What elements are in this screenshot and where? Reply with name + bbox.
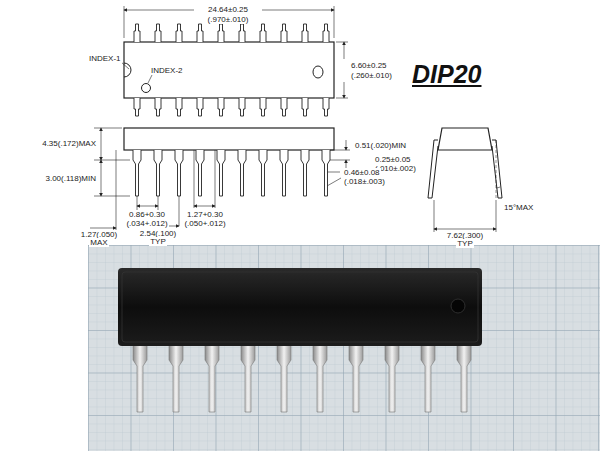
pin-top bbox=[155, 24, 161, 42]
pin-side bbox=[238, 150, 246, 196]
pin-top bbox=[302, 24, 308, 42]
dimension-label: 1.27+0.30 bbox=[186, 210, 224, 219]
pin-bottom bbox=[260, 98, 266, 116]
photo-pin bbox=[385, 340, 399, 412]
pin-bottom bbox=[218, 98, 224, 116]
pin-bottom bbox=[176, 98, 182, 116]
pin-bottom bbox=[302, 98, 308, 116]
pin-side bbox=[259, 150, 267, 196]
pin-side bbox=[322, 150, 330, 196]
photo-pin bbox=[313, 340, 327, 412]
dimension-label: MAX bbox=[89, 238, 108, 247]
pin-side bbox=[196, 150, 204, 196]
package-title: DIP20 bbox=[412, 60, 481, 88]
index-label: INDEX-2 bbox=[150, 66, 184, 75]
dimension-label: 0.25±0.05 bbox=[374, 155, 412, 164]
photo-pin bbox=[133, 340, 147, 412]
dimension-label: 15°MAX bbox=[503, 203, 534, 212]
dimension-label: 3.00(.118)MIN bbox=[44, 174, 97, 183]
dimension-label: (.260±.010) bbox=[350, 71, 393, 80]
dimension-label: 6.60±0.25 bbox=[350, 61, 388, 70]
pin-top bbox=[197, 24, 203, 42]
index-label: INDEX-1 bbox=[88, 54, 122, 63]
pin-top bbox=[323, 24, 329, 42]
pin-top bbox=[239, 24, 245, 42]
photo-pin bbox=[205, 340, 219, 412]
pin-top bbox=[281, 24, 287, 42]
dimension-label: (.970±.010) bbox=[207, 15, 250, 24]
photo-pin bbox=[421, 340, 435, 412]
pin-bottom bbox=[134, 98, 140, 116]
dimension-label: 0.46±0.08 bbox=[343, 168, 381, 177]
pin-bottom bbox=[281, 98, 287, 116]
photo-pin bbox=[457, 340, 471, 412]
pin-side bbox=[217, 150, 225, 196]
pin-bottom bbox=[197, 98, 203, 116]
dimension-label: (.018±.003) bbox=[343, 177, 386, 186]
pin-side bbox=[175, 150, 183, 196]
pin-side bbox=[280, 150, 288, 196]
dimension-label: TYP bbox=[149, 237, 167, 246]
pin-side bbox=[301, 150, 309, 196]
pin-top bbox=[218, 24, 224, 42]
pin-side bbox=[133, 150, 141, 196]
dimension-label: 4.35(.172)MAX bbox=[41, 139, 97, 148]
photo-pin bbox=[277, 340, 291, 412]
photo-pin bbox=[349, 340, 363, 412]
pin-side bbox=[154, 150, 162, 196]
dimension-label: 0.86+0.30 bbox=[128, 210, 166, 219]
dimension-label: 0.51(.020)MIN bbox=[354, 141, 407, 150]
dimension-label: (.050+.012) bbox=[183, 219, 226, 228]
pin-bottom bbox=[323, 98, 329, 116]
pin-bottom bbox=[155, 98, 161, 116]
dimension-label: 24.64±0.25 bbox=[207, 5, 249, 14]
photo-pin bbox=[241, 340, 255, 412]
dimension-label: (.034+.012) bbox=[125, 219, 168, 228]
pin-top bbox=[176, 24, 182, 42]
photo-pin bbox=[169, 340, 183, 412]
dimension-label: TYP bbox=[456, 239, 474, 248]
pin-bottom bbox=[239, 98, 245, 116]
pin-top bbox=[134, 24, 140, 42]
pin-top bbox=[260, 24, 266, 42]
